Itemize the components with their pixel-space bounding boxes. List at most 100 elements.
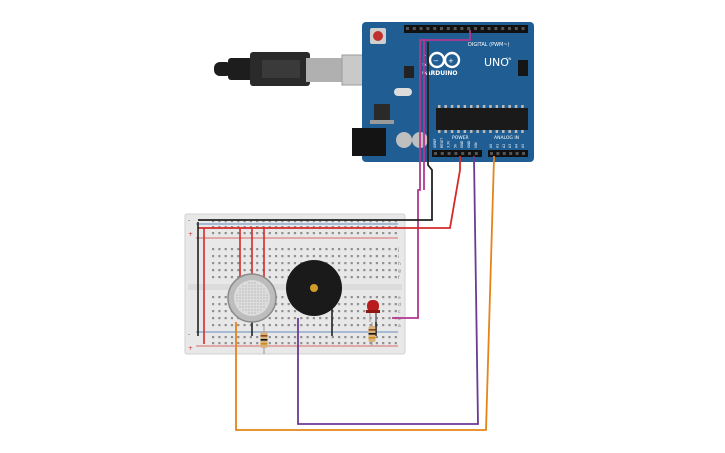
terminal-hole[interactable] [218,269,221,272]
terminal-hole[interactable] [388,317,391,320]
terminal-hole[interactable] [275,262,278,265]
rail-hole[interactable] [388,220,391,223]
rail-hole[interactable] [224,336,227,339]
rail-hole[interactable] [375,342,378,345]
rail-hole[interactable] [356,336,360,339]
terminal-hole[interactable] [356,276,360,279]
terminal-hole[interactable] [350,269,353,272]
terminal-hole[interactable] [369,317,372,320]
rail-hole[interactable] [293,342,297,345]
rail-hole[interactable] [300,232,303,235]
power-pin[interactable] [468,152,471,155]
terminal-hole[interactable] [256,248,259,251]
terminal-hole[interactable] [331,324,334,327]
power-pin[interactable] [440,152,444,155]
rail-hole[interactable] [268,342,271,345]
rail-hole[interactable] [212,336,215,339]
terminal-hole[interactable] [388,255,391,258]
rail-hole[interactable] [369,232,372,235]
digital-pin[interactable] [412,27,416,30]
terminal-hole[interactable] [394,248,397,251]
digital-pin[interactable] [433,27,437,30]
piezo-buzzer[interactable] [286,260,342,316]
terminal-hole[interactable] [338,255,341,258]
terminal-hole[interactable] [224,276,227,279]
rail-hole[interactable] [369,342,372,345]
terminal-hole[interactable] [331,310,334,313]
terminal-hole[interactable] [218,276,221,279]
digital-pin[interactable] [460,27,464,30]
terminal-hole[interactable] [312,255,315,258]
rail-hole[interactable] [356,220,360,223]
terminal-hole[interactable] [230,255,234,258]
wire-magenta-2[interactable] [420,39,425,190]
terminal-hole[interactable] [350,296,353,299]
terminal-hole[interactable] [344,255,347,258]
rail-hole[interactable] [325,220,328,223]
digital-pin[interactable] [426,27,430,30]
terminal-hole[interactable] [256,269,259,272]
wire-red[interactable] [198,156,461,229]
terminal-hole[interactable] [319,248,322,251]
terminal-hole[interactable] [388,248,391,251]
digital-pin[interactable] [480,27,484,30]
terminal-hole[interactable] [382,303,385,306]
rail-hole[interactable] [363,336,366,339]
terminal-hole[interactable] [382,276,385,279]
terminal-hole[interactable] [281,276,284,279]
terminal-hole[interactable] [350,310,353,313]
terminal-hole[interactable] [268,255,271,258]
terminal-hole[interactable] [249,255,252,258]
terminal-hole[interactable] [287,303,290,306]
digital-pin[interactable] [474,27,477,30]
terminal-hole[interactable] [375,324,378,327]
analog-pin[interactable] [509,152,513,155]
rail-hole[interactable] [394,336,397,339]
rail-hole[interactable] [256,342,259,345]
terminal-hole[interactable] [224,310,227,313]
rail-hole[interactable] [243,336,246,339]
rail-hole[interactable] [375,232,378,235]
terminal-hole[interactable] [268,262,271,265]
rail-hole[interactable] [306,220,309,223]
terminal-hole[interactable] [224,324,227,327]
rail-hole[interactable] [293,232,297,235]
terminal-hole[interactable] [237,262,240,265]
terminal-hole[interactable] [281,248,284,251]
terminal-hole[interactable] [275,276,278,279]
terminal-hole[interactable] [230,248,234,251]
rail-hole[interactable] [237,220,240,223]
rail-hole[interactable] [319,232,322,235]
wire-magenta[interactable] [392,30,471,319]
gas-sensor[interactable] [227,273,277,323]
rail-hole[interactable] [249,342,252,345]
terminal-hole[interactable] [356,296,360,299]
rail-hole[interactable] [243,220,246,223]
terminal-hole[interactable] [224,248,227,251]
terminal-hole[interactable] [237,248,240,251]
terminal-hole[interactable] [369,262,372,265]
rail-hole[interactable] [275,342,278,345]
rail-hole[interactable] [237,336,240,339]
terminal-hole[interactable] [243,255,246,258]
terminal-hole[interactable] [382,310,385,313]
rail-hole[interactable] [338,232,341,235]
rail-hole[interactable] [388,336,391,339]
rail-hole[interactable] [218,220,221,223]
rail-hole[interactable] [275,336,278,339]
terminal-hole[interactable] [256,324,259,327]
rail-hole[interactable] [325,336,328,339]
terminal-hole[interactable] [237,269,240,272]
rail-hole[interactable] [230,220,234,223]
rail-hole[interactable] [344,232,347,235]
rail-hole[interactable] [300,336,303,339]
rail-hole[interactable] [256,220,259,223]
terminal-hole[interactable] [394,303,397,306]
terminal-hole[interactable] [300,255,303,258]
terminal-hole[interactable] [230,262,234,265]
rail-hole[interactable] [375,336,378,339]
rail-hole[interactable] [281,232,284,235]
rail-hole[interactable] [319,342,322,345]
power-pin[interactable] [461,152,465,155]
terminal-hole[interactable] [218,317,221,320]
